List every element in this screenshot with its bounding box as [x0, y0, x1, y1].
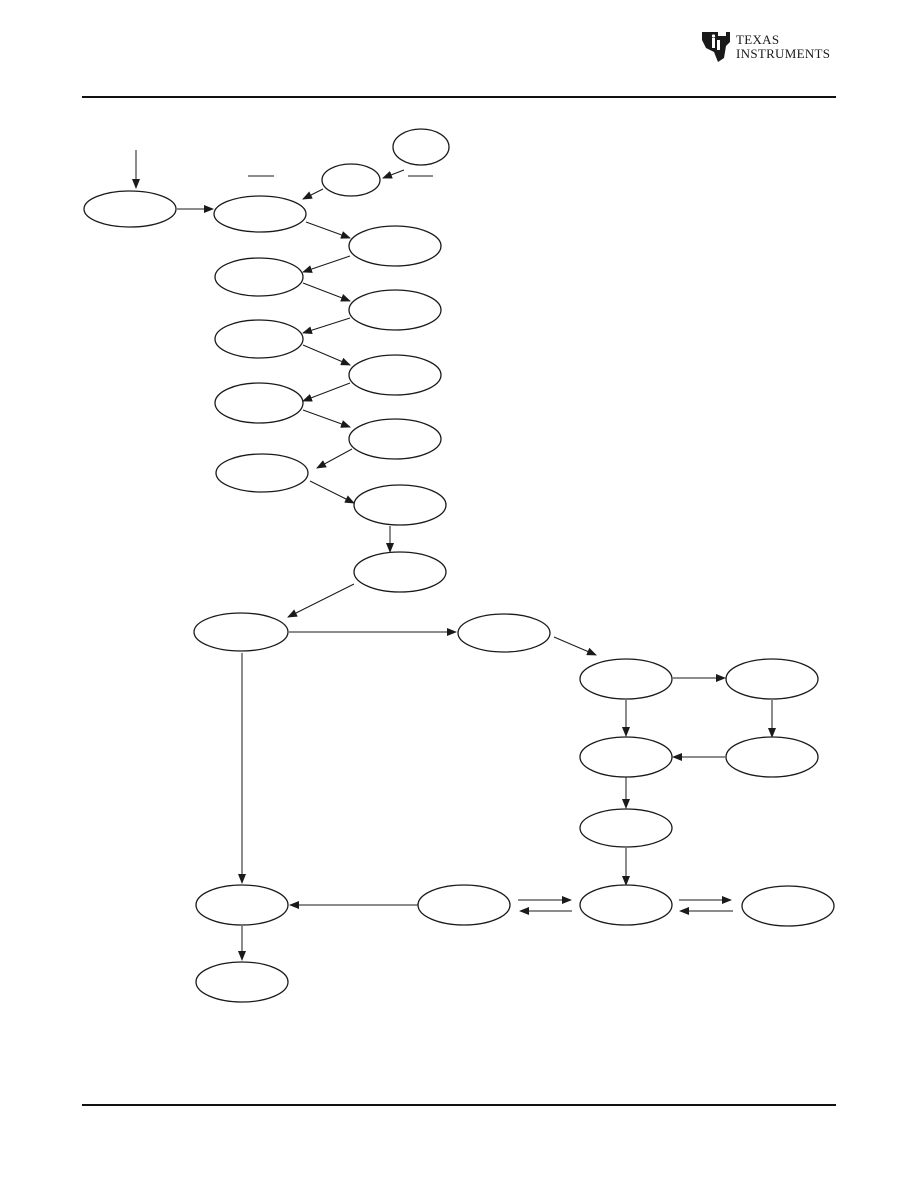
state-node: [725, 658, 819, 700]
state-node: [579, 658, 673, 700]
state-node: [348, 289, 442, 331]
footer-rule: [82, 1104, 836, 1106]
transition-arrow: [382, 169, 405, 179]
brand-wordmark: Texas Instruments: [736, 33, 830, 61]
state-node: [214, 319, 304, 359]
state-node: [353, 551, 447, 593]
brand-line-2: Instruments: [736, 46, 831, 61]
state-node: [579, 884, 673, 926]
state-node: [213, 195, 307, 233]
state-node: [214, 257, 304, 297]
states: [83, 128, 835, 1003]
transition-arrow: [316, 448, 353, 469]
state-node: [417, 884, 511, 926]
state-node: [83, 190, 177, 228]
transition-arrow: [302, 255, 351, 273]
state-node: [195, 961, 289, 1003]
transition-arrow: [302, 344, 351, 366]
state-node: [348, 418, 442, 460]
state-node: [457, 613, 551, 653]
transitions: [132, 150, 776, 961]
state-node: [348, 354, 442, 396]
transition-arrow: [287, 583, 355, 618]
state-node: [579, 808, 673, 848]
state-node: [353, 484, 447, 526]
header-rule: [82, 96, 836, 98]
transition-arrow: [305, 221, 351, 239]
state-node: [725, 736, 819, 778]
state-node: [741, 885, 835, 927]
state-node: [214, 382, 304, 424]
state-node: [321, 163, 381, 197]
state-node: [392, 128, 450, 166]
state-node: [195, 884, 289, 926]
state-node: [193, 612, 289, 652]
transition-arrow: [302, 317, 351, 335]
brand-line-1: Texas: [736, 32, 780, 47]
transition-arrow: [302, 382, 351, 402]
transition-arrow: [553, 636, 597, 656]
state-node: [215, 453, 309, 493]
transition-arrow: [302, 409, 351, 428]
transition-arrow: [302, 188, 324, 200]
texas-instruments-logo-icon: [702, 32, 730, 62]
state-node: [579, 736, 673, 778]
transition-arrow: [309, 480, 355, 504]
transition-arrow: [302, 282, 351, 302]
state-node: [348, 225, 442, 267]
